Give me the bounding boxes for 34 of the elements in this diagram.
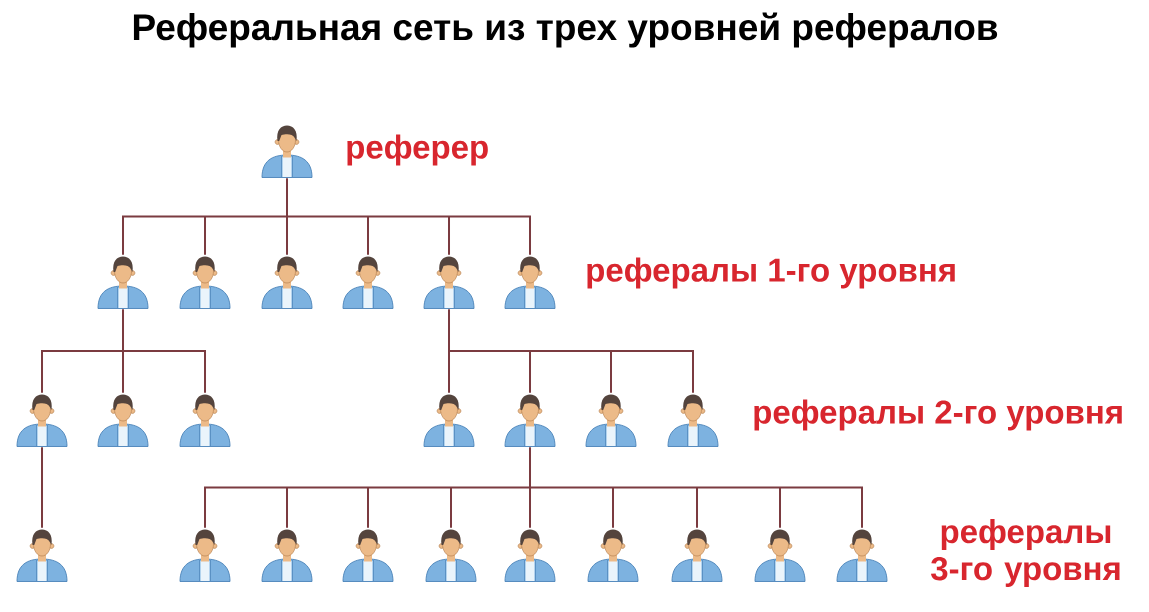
person-icon xyxy=(16,394,68,447)
connector-line xyxy=(204,446,863,529)
person-icon xyxy=(425,529,477,582)
level-label: реферер xyxy=(347,134,488,166)
connector-line xyxy=(41,308,206,394)
person-icon xyxy=(587,529,639,582)
connector-line xyxy=(448,308,694,394)
person-icon xyxy=(671,529,723,582)
level-label: рефералы 1-го уровня xyxy=(587,257,955,289)
person-icon xyxy=(754,529,806,582)
person-icon xyxy=(261,529,313,582)
level-label: рефералы 3-го уровня xyxy=(931,519,1120,587)
person-icon xyxy=(667,394,719,447)
person-icon xyxy=(504,256,556,309)
person-icon xyxy=(585,394,637,447)
person-icon xyxy=(179,394,231,447)
level-label: рефералы 2-го уровня xyxy=(754,399,1122,431)
connector-line xyxy=(122,177,531,256)
person-icon xyxy=(179,256,231,309)
person-icon xyxy=(16,529,68,582)
person-icon xyxy=(423,256,475,309)
person-icon xyxy=(261,125,313,178)
title: Реферальная сеть из трех уровней рефералов xyxy=(133,12,998,48)
person-icon xyxy=(179,529,231,582)
person-icon xyxy=(342,529,394,582)
person-icon xyxy=(97,394,149,447)
person-icon xyxy=(97,256,149,309)
connector-line xyxy=(41,446,43,529)
person-icon xyxy=(836,529,888,582)
person-icon xyxy=(261,256,313,309)
person-icon xyxy=(504,529,556,582)
person-icon xyxy=(423,394,475,447)
person-icon xyxy=(504,394,556,447)
person-icon xyxy=(342,256,394,309)
